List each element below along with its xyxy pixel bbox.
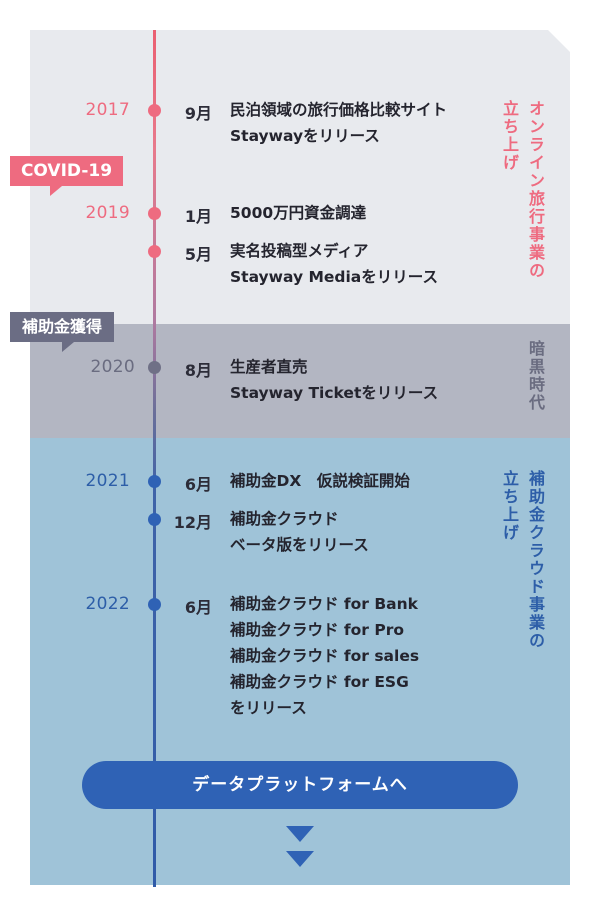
covid-tag: COVID-19 bbox=[10, 156, 123, 196]
year-2017: 2017 bbox=[85, 100, 130, 120]
phase-band-subsidy-cloud bbox=[30, 438, 570, 885]
event-description: 生産者直売 Stayway Ticketをリリース bbox=[230, 358, 439, 402]
event-month: 12月 bbox=[173, 513, 212, 532]
year-2020: 2020 bbox=[90, 357, 135, 377]
year-2021: 2021 bbox=[85, 471, 130, 491]
event-description: 補助金クラウド ベータ版をリリース bbox=[230, 510, 369, 554]
event-month: 1月 bbox=[184, 207, 212, 226]
phase-label-online-travel-a: オンライン旅行事業の bbox=[526, 100, 545, 280]
phase-label-online-travel-b: 立ち上げ bbox=[500, 100, 519, 172]
timeline-dot bbox=[148, 598, 161, 611]
phase-label-dark-age: 暗黒時代 bbox=[526, 340, 545, 412]
subsidy-tag: 補助金獲得 bbox=[10, 312, 114, 352]
timeline-dot bbox=[148, 361, 161, 374]
event-month: 5月 bbox=[184, 245, 212, 264]
event-description: 実名投稿型メディア Stayway Mediaをリリース bbox=[230, 242, 438, 286]
event-description: 5000万円資金調達 bbox=[230, 204, 367, 222]
timeline-dot bbox=[148, 513, 161, 526]
year-2022: 2022 bbox=[85, 594, 130, 614]
event-month: 9月 bbox=[184, 104, 212, 123]
chevron-down-icon bbox=[286, 851, 314, 867]
event-description: 補助金クラウド for Bank 補助金クラウド for Pro 補助金クラウド… bbox=[230, 595, 420, 717]
event-description: 補助金DX 仮説検証開始 bbox=[230, 472, 410, 490]
event-month: 6月 bbox=[184, 475, 212, 494]
event-month: 8月 bbox=[184, 361, 212, 380]
timeline-dot bbox=[148, 245, 161, 258]
timeline-axis bbox=[153, 30, 156, 887]
phase-band-dark-age bbox=[30, 324, 570, 438]
phase-label-subsidy-cloud-a: 補助金クラウド事業の bbox=[526, 470, 545, 650]
timeline-dot bbox=[148, 104, 161, 117]
timeline-dot bbox=[148, 475, 161, 488]
timeline-card bbox=[30, 30, 570, 885]
event-description: 民泊領域の旅行価格比較サイト Staywayをリリース bbox=[230, 101, 448, 145]
event-month: 6月 bbox=[184, 598, 212, 617]
year-2019: 2019 bbox=[85, 203, 130, 223]
timeline-dot bbox=[148, 207, 161, 220]
phase-label-subsidy-cloud-b: 立ち上げ bbox=[500, 470, 519, 542]
chevron-down-icon bbox=[286, 826, 314, 842]
data-platform-button[interactable]: データプラットフォームへ bbox=[82, 761, 518, 809]
